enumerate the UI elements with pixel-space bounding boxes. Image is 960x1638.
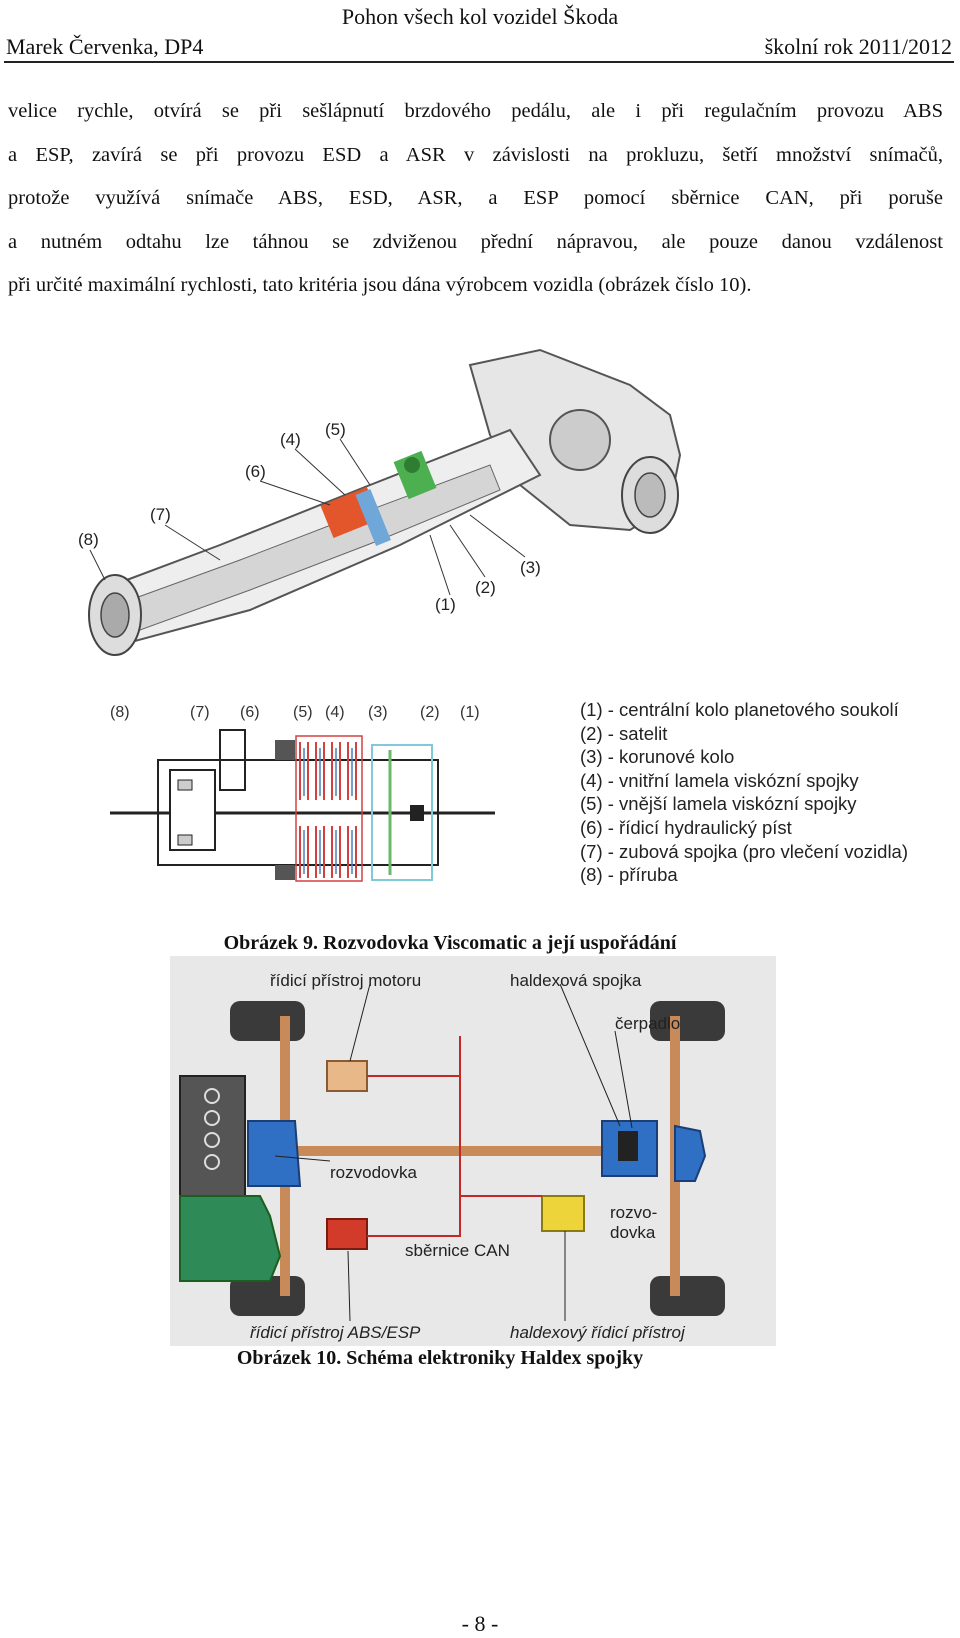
running-header-year: školní rok 2011/2012 bbox=[764, 34, 952, 59]
paragraph-line: při určité maximální rychlosti, tato kri… bbox=[8, 274, 752, 296]
legend-item-5: (5) - vnější lamela viskózní spojky bbox=[580, 793, 857, 815]
schem-callout-7: (7) bbox=[190, 704, 210, 721]
label-rear-diff-1: rozvo- bbox=[610, 1203, 657, 1222]
figure9-legend: (1) - centrální kolo planetového soukolí… bbox=[580, 698, 908, 887]
label-rear-diff-2: dovka bbox=[610, 1223, 656, 1242]
label-front-diff: rozvodovka bbox=[330, 1163, 417, 1182]
label-haldex-ecu: haldexový řídicí přístroj bbox=[510, 1323, 686, 1342]
label-pump: čerpadlo bbox=[615, 1014, 680, 1033]
paragraph-line: protože využívá snímače ABS, ESD, ASR, a… bbox=[8, 187, 943, 209]
callout-6: (6) bbox=[245, 462, 266, 481]
label-haldex-coupling: haldexová spojka bbox=[510, 971, 642, 990]
legend-item-7: (7) - zubová spojka (pro vlečení vozidla… bbox=[580, 840, 909, 862]
haldex-electronics-diagram: řídicí přístroj motoru haldexová spojka … bbox=[170, 956, 776, 1346]
label-can-bus: sběrnice CAN bbox=[405, 1241, 510, 1260]
figure9-caption: Obrázek 9. Rozvodovka Viscomatic a její … bbox=[223, 932, 677, 954]
callout-5: (5) bbox=[325, 420, 346, 439]
viscomatic-cutaway-illustration: (1) (2) (3) (4) (5) (6) (7) (8) bbox=[78, 348, 682, 656]
running-header-author: Marek Červenka, DP4 bbox=[6, 34, 204, 59]
legend-item-1: (1) - centrální kolo planetového soukolí bbox=[580, 699, 899, 720]
callout-8: (8) bbox=[78, 530, 99, 549]
running-header-title: Pohon všech kol vozidel Škoda bbox=[341, 4, 619, 29]
paragraph-line: a nutném odtahu lze táhnou se zdviženou … bbox=[8, 230, 943, 253]
schem-callout-5: (5) bbox=[293, 704, 313, 721]
callout-1: (1) bbox=[435, 595, 456, 614]
paragraph-line: a ESP, zavírá se při provozu ESD a ASR v… bbox=[8, 143, 943, 166]
schem-callout-1: (1) bbox=[460, 704, 480, 721]
header-rule bbox=[4, 61, 954, 63]
paragraph-line: velice rychle, otvírá se při sešlápnutí … bbox=[8, 100, 943, 122]
label-engine-ecu: řídicí přístroj motoru bbox=[270, 971, 421, 990]
body-paragraph: velice rychle, otvírá se při sešlápnutí … bbox=[8, 90, 943, 308]
legend-item-4: (4) - vnitřní lamela viskózní spojky bbox=[580, 769, 859, 791]
legend-item-2: (2) - satelit bbox=[580, 722, 668, 744]
schem-callout-4: (4) bbox=[325, 704, 345, 721]
viscomatic-schematic: (8) (7) (6) (5) (4) (3) (2) (1) bbox=[110, 704, 495, 882]
schem-callout-2: (2) bbox=[420, 704, 440, 721]
schem-callout-6: (6) bbox=[240, 704, 260, 721]
legend-item-3: (3) - korunové kolo bbox=[580, 746, 735, 768]
figure10-caption: Obrázek 10. Schéma elektroniky Haldex sp… bbox=[236, 1347, 644, 1369]
callout-2: (2) bbox=[475, 578, 496, 597]
callout-3: (3) bbox=[520, 558, 541, 577]
callout-4: (4) bbox=[280, 430, 301, 449]
legend-item-6: (6) - řídicí hydraulický píst bbox=[580, 816, 792, 838]
legend-item-8: (8) - příruba bbox=[580, 864, 678, 886]
schem-callout-8: (8) bbox=[110, 704, 130, 721]
schem-callout-3: (3) bbox=[368, 704, 388, 721]
callout-7: (7) bbox=[150, 505, 171, 524]
label-abs-ecu: řídicí přístroj ABS/ESP bbox=[250, 1323, 421, 1342]
page-number: - 8 - bbox=[461, 1611, 499, 1636]
